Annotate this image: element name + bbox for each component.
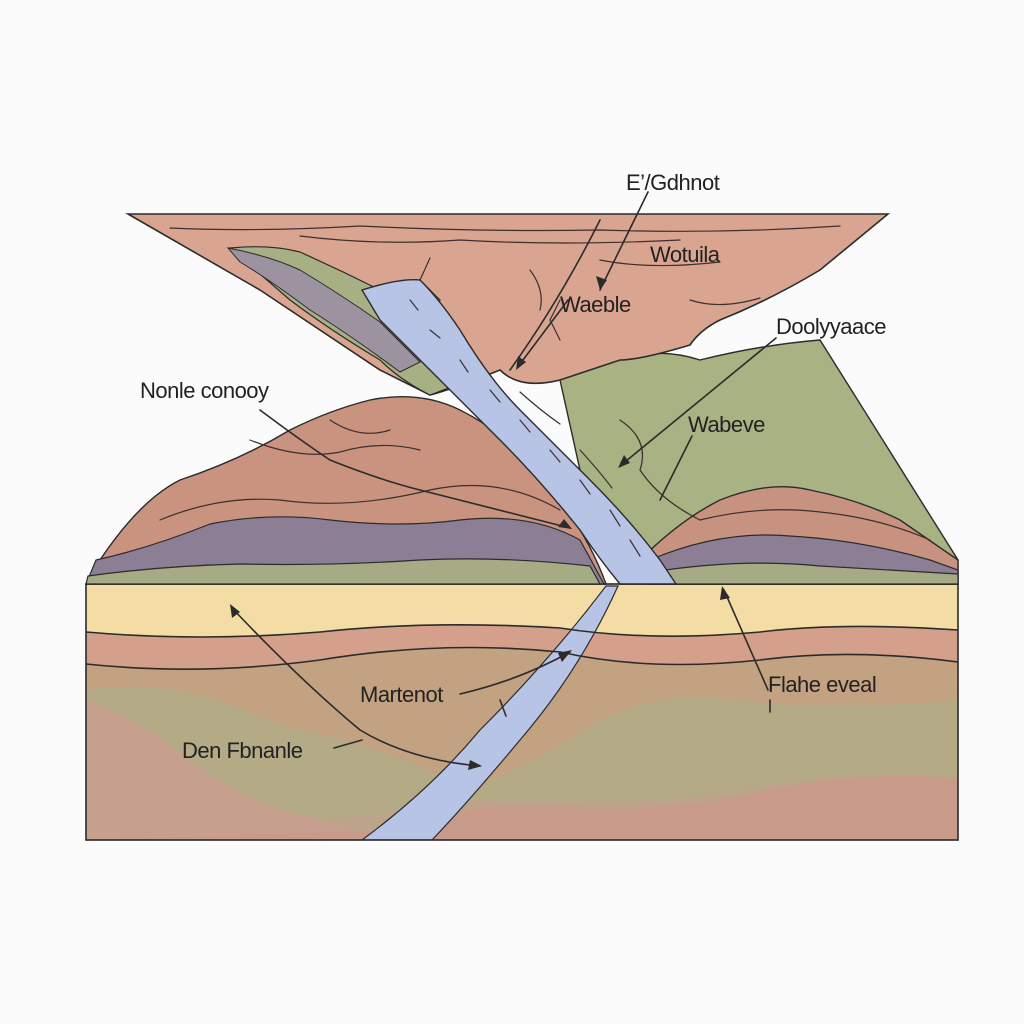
arrow-lower-right-head [720,586,730,600]
label-upper-right: Wotuila [650,242,721,267]
pointer-lower-left [231,607,481,767]
bottom-band [86,775,958,840]
arrow-left-head [558,519,572,529]
pointer-upper-mid [519,299,569,365]
green-base-right [647,562,959,585]
pointer-lower-mid-tick [499,699,507,717]
arrow-lower-left-start-head [230,604,240,618]
arrow-upper-mid-head [516,356,526,370]
mountain-ridges [159,419,931,541]
green-base-left [85,558,602,585]
upper-block [125,213,891,396]
river-body [360,279,678,585]
pointer-lower-right [723,589,769,691]
label-lower-mid: Martenot [360,682,443,707]
arrow-lower-mid-head [558,650,572,662]
pointer-lines [230,191,777,770]
pointer-upper-long [509,219,601,371]
label-right: Doolyyaace [776,314,886,339]
mountain-range [84,339,959,585]
label-left: Nonle conooy [140,378,269,403]
river [360,279,678,585]
label-lower-left: Den Fbnanle [182,738,303,763]
river-texture [409,299,641,557]
labels: E’/Gdhnot Wotuila Waeble Doolyyaace Nonl… [140,170,887,763]
label-top: E’/Gdhnot [626,170,720,195]
lower-green-layer [86,686,958,840]
arrow-lower-left-end-head [468,760,482,770]
arrow-right-head [618,455,630,468]
upper-slab [125,213,891,396]
deep-left-layer [86,700,380,840]
pointer-top [599,191,649,291]
pointer-left [259,409,571,529]
arrow-top-head [596,276,607,290]
slab-layer-lines [86,624,958,670]
pointer-lower-mid [459,651,571,695]
pointer-mid-right [659,435,693,501]
label-upper-mid: Waeble [560,292,631,317]
upper-cracks [169,225,841,341]
pink-layer [86,624,958,670]
yellow-sand-layer [86,584,958,637]
pointer-right [619,337,777,467]
label-lower-right: Flahe eveal [768,672,876,697]
lower-cross-section [86,584,958,840]
upper-gray-strip [226,247,421,373]
label-mid-right: Wabeve [688,412,765,437]
pointer-lower-left-label [333,739,363,749]
stream-underground [360,585,619,840]
